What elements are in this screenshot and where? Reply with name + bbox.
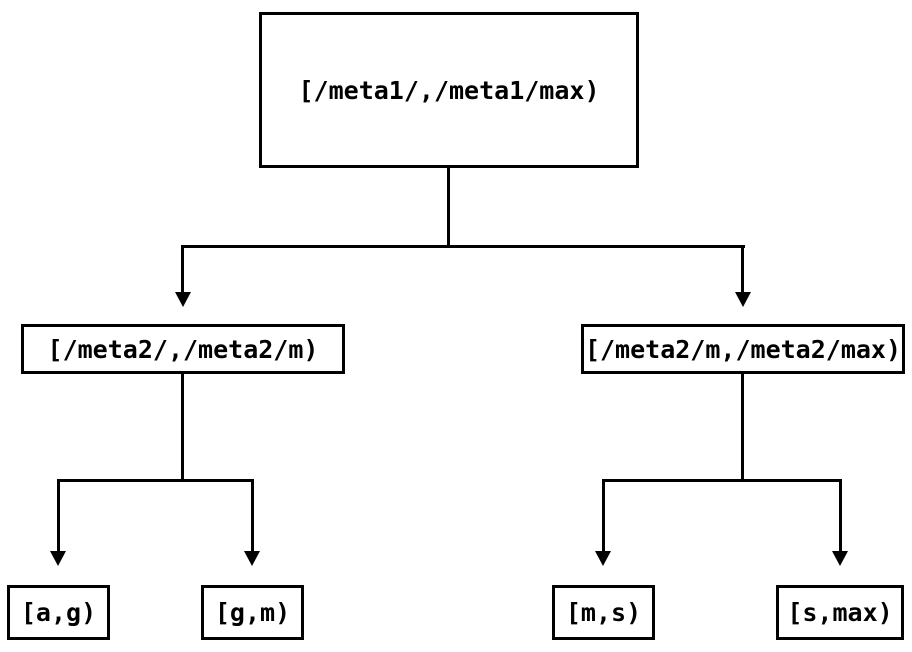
node-meta2-upper-range: [/meta2/m,/meta2/max) [581, 324, 905, 374]
arrowhead-down-icon [832, 551, 848, 566]
edge-root-stem [447, 168, 450, 247]
node-leaf-s-max: [s,max) [776, 585, 904, 640]
node-meta2-lower-range: [/meta2/,/meta2/m) [21, 324, 345, 374]
edge-right-stem [741, 374, 744, 481]
edge-left-to-leaf1-drop [57, 479, 60, 552]
arrowhead-down-icon [595, 551, 611, 566]
node-leaf-g-m: [g,m) [201, 585, 304, 640]
arrowhead-down-icon [735, 292, 751, 307]
arrowhead-down-icon [50, 551, 66, 566]
node-root-meta1-range: [/meta1/,/meta1/max) [259, 12, 639, 168]
edge-left-crossbar [57, 479, 254, 482]
arrowhead-down-icon [244, 551, 260, 566]
edge-left-to-leaf2-drop [251, 479, 254, 552]
node-leaf-m-s: [m,s) [552, 585, 655, 640]
edge-left-stem [181, 374, 184, 481]
node-leaf-a-g: [a,g) [7, 585, 110, 640]
edge-root-to-left-drop [181, 245, 184, 293]
edge-right-to-leaf3-drop [602, 479, 605, 552]
edge-right-to-leaf4-drop [839, 479, 842, 552]
edge-root-crossbar [181, 245, 745, 248]
edge-root-to-right-drop [741, 245, 744, 293]
edge-right-crossbar [602, 479, 842, 482]
arrowhead-down-icon [175, 292, 191, 307]
